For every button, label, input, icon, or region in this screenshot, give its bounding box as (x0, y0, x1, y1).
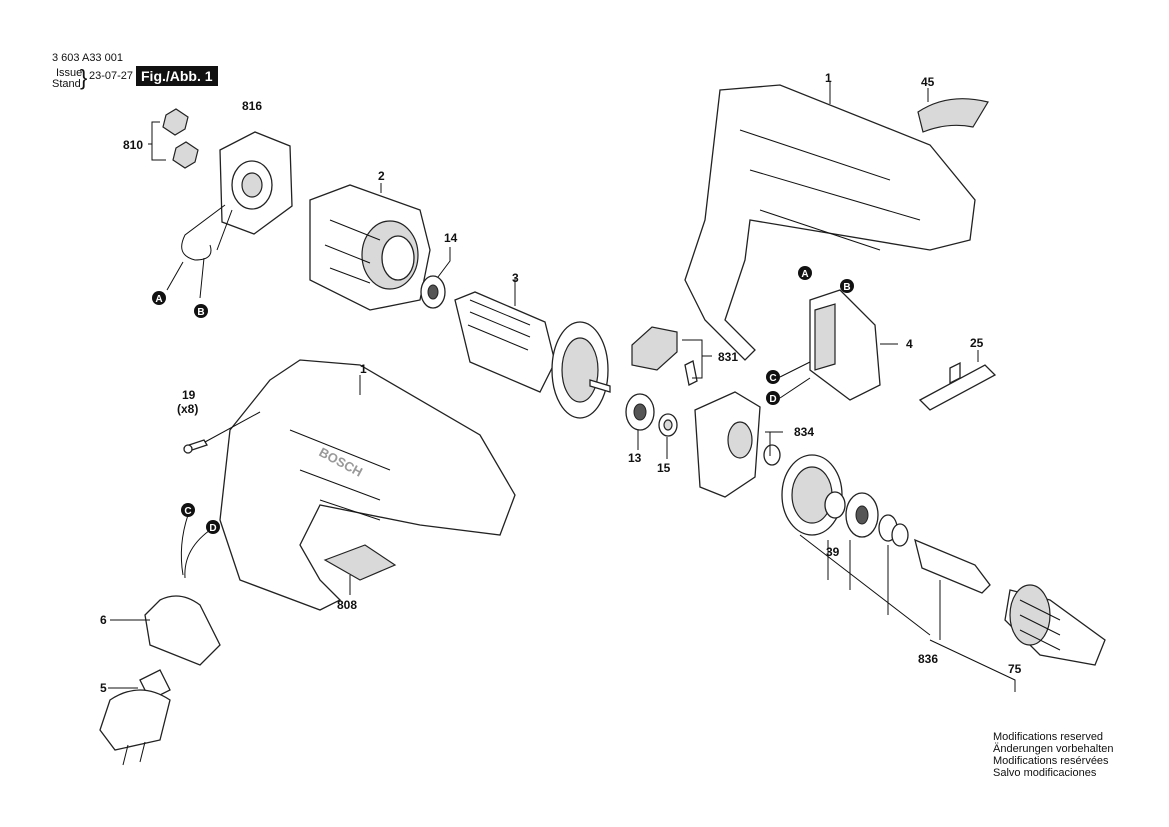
label-6: 6 (100, 613, 107, 627)
label-19: 19 (182, 388, 196, 402)
label-810: 810 (123, 138, 143, 152)
stator (309, 183, 431, 311)
marker-a-1: A (152, 291, 166, 305)
label-x8: (x8) (177, 402, 198, 416)
marker-a-2: A (798, 266, 812, 280)
label-1-mid: 1 (360, 362, 367, 376)
washer-15 (658, 413, 678, 459)
label-836: 836 (918, 652, 938, 666)
svg-text:C: C (184, 506, 191, 517)
brace: } (80, 65, 88, 90)
label-808: 808 (337, 598, 357, 612)
label-816: 816 (242, 99, 262, 113)
armature (454, 278, 611, 419)
note-3: Modifications resérvées (993, 755, 1109, 767)
svg-text:A: A (155, 294, 162, 305)
svg-text:A: A (801, 269, 808, 280)
label-1-top: 1 (825, 71, 832, 85)
stand-label: Stand (52, 78, 81, 90)
bearing-14 (420, 247, 451, 309)
switch-parts-831 (631, 326, 712, 386)
label-13: 13 (628, 451, 642, 465)
label-5: 5 (100, 681, 107, 695)
marker-c-2: C (181, 503, 195, 517)
marker-b-2: B (840, 279, 854, 293)
label-3: 3 (512, 271, 519, 285)
svg-text:B: B (197, 307, 204, 318)
housing-half-top (684, 82, 976, 361)
lever-25 (918, 350, 997, 411)
label-831: 831 (718, 350, 738, 364)
label-25: 25 (970, 336, 984, 350)
svg-text:D: D (769, 394, 776, 405)
note-2: Änderungen vorbehalten (993, 743, 1114, 755)
svg-text:C: C (769, 373, 776, 384)
label-75: 75 (1008, 662, 1022, 676)
carbon-brushes (148, 108, 199, 169)
drill-chuck (1004, 584, 1106, 666)
gear-39 (781, 454, 991, 594)
label-4: 4 (906, 337, 913, 351)
note-4: Salvo modificaciones (993, 767, 1097, 779)
marker-b-1: B (194, 304, 208, 318)
issue-label: Issue (56, 67, 83, 79)
marker-d-2: D (206, 520, 220, 534)
label-14: 14 (444, 231, 458, 245)
figure-label: Fig./Abb. 1 (136, 66, 218, 86)
note-1: Modifications reserved (993, 731, 1104, 743)
svg-text:D: D (209, 523, 216, 534)
label-15: 15 (657, 461, 671, 475)
cable-plug (99, 514, 221, 766)
nameplate-808 (323, 544, 397, 595)
switch-4 (809, 289, 898, 401)
marker-d-1: D (766, 391, 780, 405)
label-39: 39 (826, 545, 840, 559)
gear-plate-834 (694, 391, 783, 498)
screw-19 (183, 411, 261, 454)
brush-holder (166, 131, 293, 299)
label-834: 834 (794, 425, 814, 439)
drill-body (219, 359, 516, 611)
svg-text:B: B (843, 282, 850, 293)
marker-c-1: C (766, 370, 780, 384)
bearing-13 (625, 393, 655, 450)
label-2: 2 (378, 169, 385, 183)
issue-date: 23-07-27 (89, 70, 134, 82)
label-45: 45 (921, 75, 935, 89)
cover-45 (917, 88, 989, 133)
doc-number: 3 603 A33 001 (52, 52, 123, 64)
